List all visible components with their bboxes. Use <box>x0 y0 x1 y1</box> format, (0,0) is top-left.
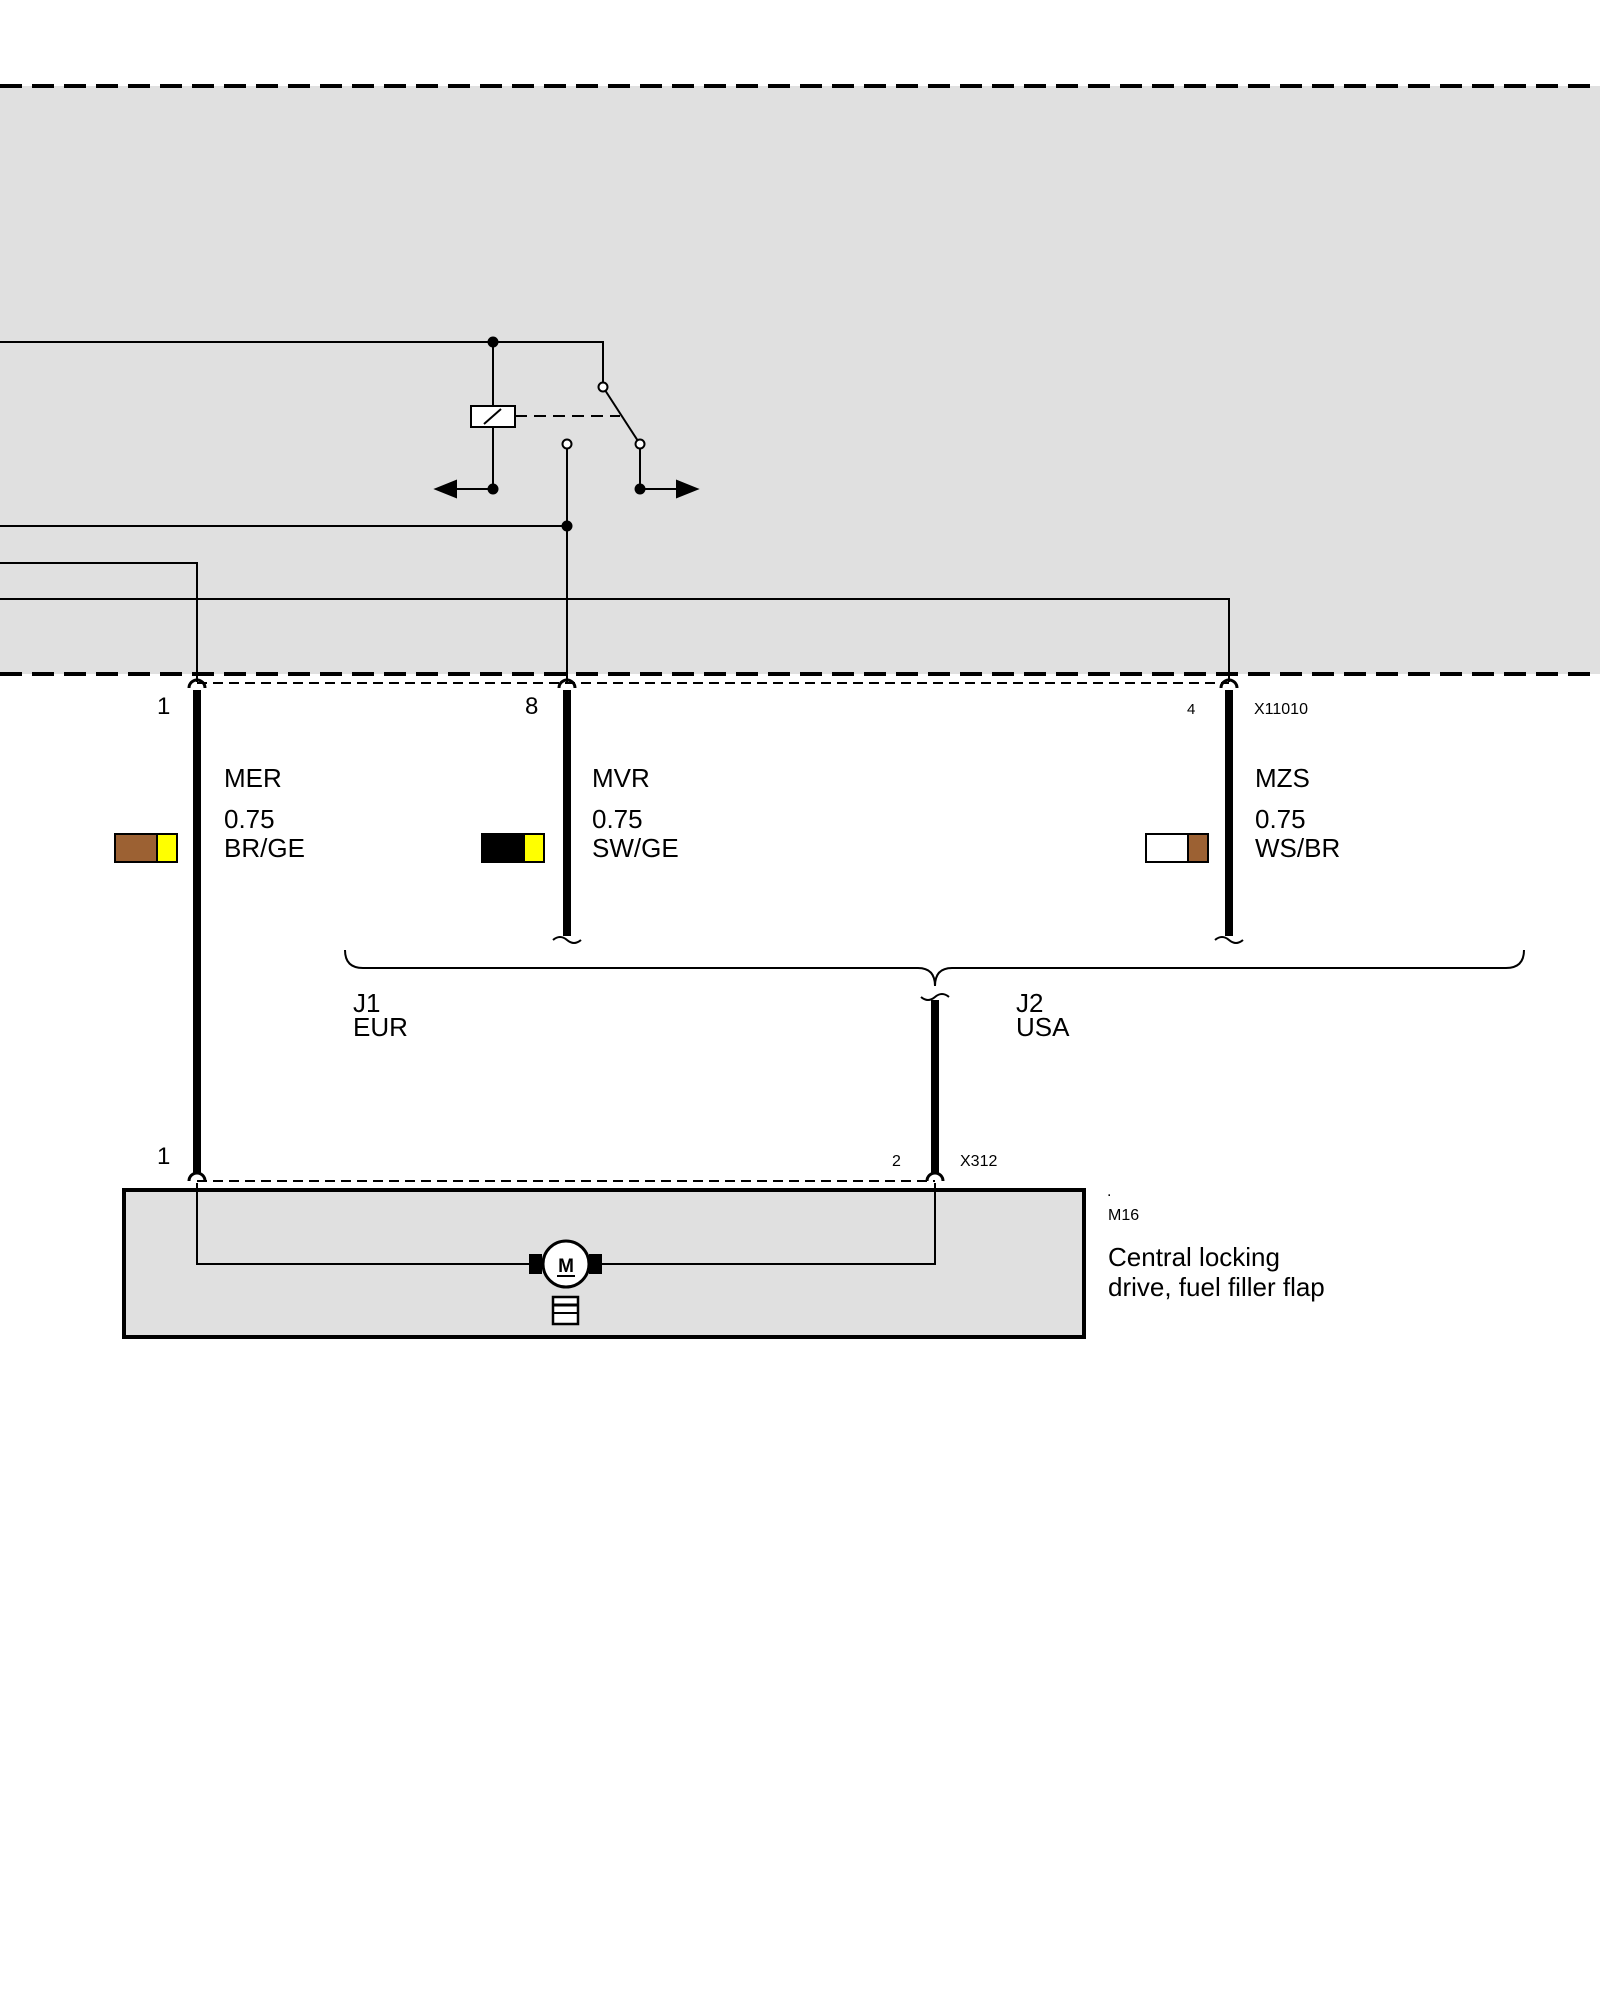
pin-label-x312-left: 1 <box>157 1143 170 1170</box>
wire-break-mzs <box>1214 936 1244 944</box>
pin-hook <box>925 1171 945 1182</box>
swatch-mvr-secondary <box>523 833 545 863</box>
pin-label-mer-top: 1 <box>157 693 170 720</box>
mzs-internal-line <box>0 598 1230 682</box>
module-area <box>0 86 1600 674</box>
motor-body <box>541 1239 591 1289</box>
relay-markers <box>433 336 700 532</box>
arrow-left-icon <box>433 479 457 499</box>
pin-label-mzs-top: 4 <box>1187 701 1195 718</box>
relay-circuit <box>0 341 1230 682</box>
variant-brace <box>344 949 1525 987</box>
connector-x11010-label: X11010 <box>1254 701 1308 718</box>
wire-mzs-color-code: WS/BR <box>1255 833 1340 863</box>
swatch-mvr-primary <box>481 833 525 863</box>
connector-x312-label: X312 <box>960 1153 997 1170</box>
wire-mer-size: 0.75 <box>224 804 275 834</box>
motor-brush-left <box>529 1254 542 1274</box>
component-m16: M <box>122 1180 1086 1339</box>
wire-mvr-signal: MVR <box>592 763 650 793</box>
pin-label-x312-right: 2 <box>892 1153 901 1170</box>
switch-contact <box>561 438 573 450</box>
pin-hook <box>557 678 577 689</box>
arrow-right-icon <box>676 479 700 499</box>
switch-contact <box>634 438 646 450</box>
motor-brush-right <box>589 1254 602 1274</box>
variant-j1-code: J1 <box>353 988 380 1018</box>
wire-mer-signal: MER <box>224 763 282 793</box>
swatch-mer-primary <box>114 833 158 863</box>
swatch-mzs-secondary <box>1187 833 1209 863</box>
control-module <box>0 84 1600 676</box>
motor-label: M <box>558 1256 574 1277</box>
component-description-line2: drive, fuel filler flap <box>1108 1272 1325 1302</box>
junction-dot <box>487 483 499 495</box>
motor-icon: M <box>529 1239 602 1326</box>
swatch-mzs-primary <box>1145 833 1189 863</box>
wire-break-j2 <box>920 993 950 1001</box>
relay-coil-slash <box>483 408 502 425</box>
relay-switch-blade <box>602 386 639 442</box>
wire-break-mvr <box>552 936 582 944</box>
switch-contact <box>597 381 609 393</box>
variant-j2-code: J2 <box>1016 988 1043 1018</box>
swatch-mer-secondary <box>156 833 178 863</box>
junction-dot <box>634 483 646 495</box>
wire-mzs-signal: MZS <box>1255 763 1310 793</box>
pin-hooks <box>187 678 1239 1182</box>
wire-mvr-size: 0.75 <box>592 804 643 834</box>
supply-line <box>0 341 604 383</box>
component-description-line1: Central locking <box>1108 1242 1280 1272</box>
wire-mzs-size: 0.75 <box>1255 804 1306 834</box>
wire-mer-color-code: BR/GE <box>224 833 305 863</box>
pin-hook <box>1219 678 1239 689</box>
variant-j2-market: USA <box>1016 1012 1070 1042</box>
pin-hook <box>187 678 207 689</box>
variant-j1-market: EUR <box>353 1012 408 1042</box>
wire-breaks <box>552 936 1244 1001</box>
pin-label-mvr-top: 8 <box>525 693 538 720</box>
mer-internal-line <box>0 562 198 682</box>
component-dot: . <box>1107 1183 1111 1200</box>
color-swatches <box>114 833 1209 863</box>
wires <box>193 690 1233 1174</box>
pin-hook <box>187 1171 207 1182</box>
component-id: M16 <box>1108 1207 1139 1224</box>
motor-housing-icon <box>551 1295 580 1326</box>
junction-dot <box>561 520 573 532</box>
junction-dot <box>487 336 499 348</box>
wire-mvr-color-code: SW/GE <box>592 833 679 863</box>
